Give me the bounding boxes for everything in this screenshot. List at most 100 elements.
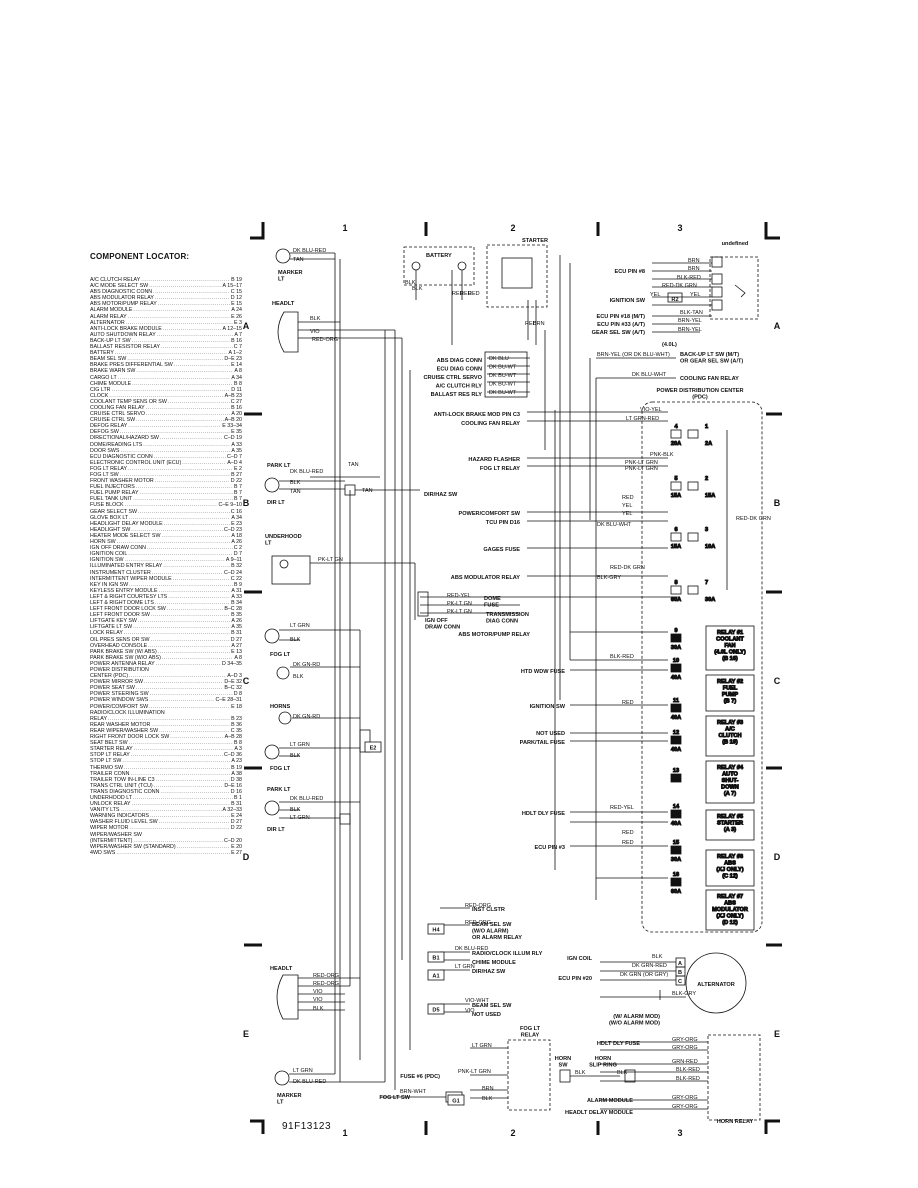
locator-grid-ref: C 22 xyxy=(230,575,242,582)
label: BLK-GRY xyxy=(672,991,696,997)
locator-row: A/C CLUTCH RELAYB 19 xyxy=(90,277,242,283)
fuse-rating: 15A xyxy=(705,493,715,499)
locator-component: HEADLIGHT DELAY MODULE xyxy=(90,520,163,527)
locator-component: CHIME MODULE xyxy=(90,380,132,387)
label: BLK xyxy=(412,286,423,292)
gear-sel-label: GEAR SEL SW (A/T) xyxy=(592,330,645,336)
locator-row: AUTO SHUTDOWN RELAYA 7 xyxy=(90,332,242,338)
locator-row: DOOR SWSA 35 xyxy=(90,448,242,454)
locator-row: DIRECTIONAL/HAZARD SWC–D 19 xyxy=(90,435,242,441)
label: RED xyxy=(622,830,634,836)
locator-grid-ref: E 33–34 xyxy=(222,423,242,430)
label: BLK xyxy=(290,753,301,759)
locator-row: ANTI-LOCK BRAKE MODULEA 12–15 xyxy=(90,326,242,332)
locator-component: IGNITION SW xyxy=(90,557,124,564)
locator-grid-ref: E 26 xyxy=(231,313,242,320)
locator-component: RIGHT FRONT DOOR LOCK SW xyxy=(90,734,170,741)
locator-grid-ref: B 27 xyxy=(231,472,242,478)
locator-grid-ref: C 7 xyxy=(233,344,242,351)
label: RED-ORG xyxy=(313,973,339,979)
label: GRY-ORG xyxy=(672,1095,698,1101)
label: DK BLU-WHT xyxy=(632,372,667,378)
locator-row: HORN SWA 26 xyxy=(90,539,242,545)
locator-row: POWER SEAT SW B–C 32 xyxy=(90,685,242,691)
locator-component: POWER SEAT SW xyxy=(90,685,135,692)
fuse-rating: 40A xyxy=(671,715,681,721)
component-locator: COMPONENT LOCATOR: A/C CLUTCH RELAYB 19A… xyxy=(90,252,242,856)
locator-component: VANITY LTS xyxy=(90,807,120,814)
locator-row: RADIO/CLOCK ILLUMINATION xyxy=(90,710,242,716)
locator-grid-ref: D–E 23 xyxy=(224,356,242,363)
locator-grid-ref: A 33 xyxy=(231,593,242,600)
locator-row: LEFT & RIGHT DOME LTSB 34 xyxy=(90,600,242,606)
locator-row: LIFTGATE KEY SWA 26 xyxy=(90,618,242,624)
locator-component: ABS MOTOR/PUMP RELAY xyxy=(90,301,157,308)
locator-component: FOG LT SW xyxy=(90,472,119,478)
pdc-box xyxy=(641,401,763,933)
locator-grid-ref: A–B 20 xyxy=(224,417,242,424)
locator-grid-ref: A 15–17 xyxy=(222,283,242,290)
fuse-rating: 20A xyxy=(671,441,681,447)
label: RED xyxy=(460,291,472,297)
locator-grid-ref: A 24 xyxy=(231,307,242,314)
label: DK BU-WT xyxy=(489,390,517,396)
horns-label: HORNS xyxy=(270,704,290,710)
locator-grid-ref: E 15 xyxy=(231,301,242,308)
locator-component: WIPER/WASHER SW (STANDARD) xyxy=(90,843,176,850)
locator-grid-ref: A 26 xyxy=(231,618,242,625)
row-label: D xyxy=(243,852,250,862)
starter xyxy=(451,244,548,345)
gages-label: GAGES FUSE xyxy=(483,547,520,553)
row-label: B xyxy=(774,498,781,508)
label: RED-ORG xyxy=(465,920,491,926)
beam-sel-label: BEAM SEL SW(W/O ALARM)OR ALARM RELAY xyxy=(472,922,522,941)
label: BLK-TAN xyxy=(680,310,703,316)
fuse xyxy=(670,877,682,887)
locator-row: HEADLIGHT DELAY MODULEE 23 xyxy=(90,521,242,527)
column-label: 1 xyxy=(342,1128,347,1138)
locator-row: WIPER/WASHER SW (STANDARD) E 20 xyxy=(90,844,242,850)
locator-component: LEFT & RIGHT COURTESY LTS xyxy=(90,593,168,600)
headlt-label: HEADLT xyxy=(272,301,295,307)
relay-box xyxy=(705,809,755,841)
locator-row: HEATER MODE SELECT SWA 18 xyxy=(90,533,242,539)
locator-row: FRONT WASHER MOTORD 22 xyxy=(90,478,242,484)
label: BLK xyxy=(652,954,663,960)
fuse-number: 10 xyxy=(673,658,679,664)
label: DK BLU xyxy=(489,356,509,362)
locator-component: FOG LT RELAY xyxy=(90,465,128,472)
fuse-number: 16 xyxy=(673,872,679,878)
fuse-rating: 10A xyxy=(705,544,715,550)
locator-grid-ref: B–C 32 xyxy=(224,685,242,692)
fog-lt-label: FOG LT xyxy=(270,766,291,772)
ecu-pin8-label: ECU PIN #8 xyxy=(615,269,645,275)
locator-component: BRAKE PRES DIFFERENTIAL SW xyxy=(90,362,173,369)
label: LT GRN xyxy=(293,1068,313,1074)
locator-grid-ref: B 7 xyxy=(234,484,242,491)
locator-grid-ref: D 8 xyxy=(233,691,242,698)
locator-grid-ref: E 20 xyxy=(231,843,242,850)
label: PK-LT GN xyxy=(447,601,472,607)
relay-box xyxy=(705,674,755,712)
fuse-number: 8 xyxy=(674,580,677,586)
locator-component: FUEL PUMP RELAY xyxy=(90,490,139,497)
locator-row: POWER STEERING SWD 8 xyxy=(90,691,242,697)
label: RED-ORG xyxy=(312,337,338,343)
relay-box xyxy=(705,889,755,931)
label: TAN xyxy=(293,257,304,263)
locator-component: COOLING FAN RELAY xyxy=(90,404,145,411)
fuse xyxy=(670,735,682,745)
splice-box xyxy=(427,923,445,935)
locator-grid-ref: A–B 23 xyxy=(224,392,242,399)
locator-grid-ref: B 9 xyxy=(234,581,242,588)
locator-row: BATTERYA 1–2 xyxy=(90,350,242,356)
label: BLK-GRY xyxy=(597,575,621,581)
locator-component: DIRECTIONAL/HAZARD SW xyxy=(90,435,159,442)
locator-grid-ref: A–D 3 xyxy=(227,673,242,680)
